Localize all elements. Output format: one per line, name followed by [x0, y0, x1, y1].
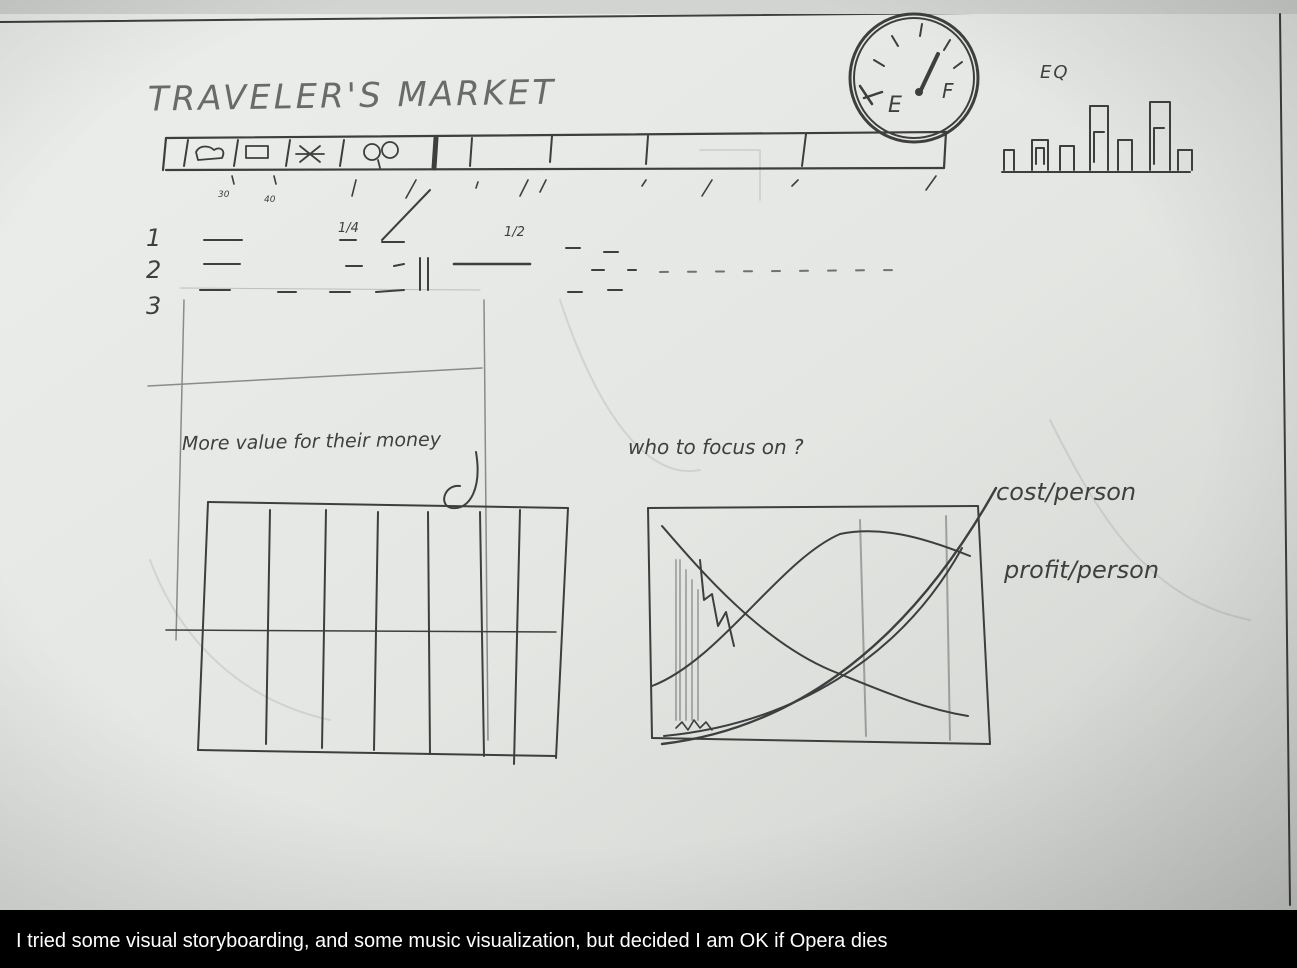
eq-label: EQ — [1040, 62, 1070, 83]
row-label-3: 3 — [146, 292, 161, 320]
legend-cost-per-person: cost/person — [996, 478, 1136, 506]
tick-label-40: 40 — [264, 195, 276, 205]
left-chart-caption: More value for their money — [182, 429, 442, 456]
caption-bar: I tried some visual storyboarding, and s… — [0, 910, 1297, 968]
fraction-half: 1/2 — [504, 225, 525, 240]
fraction-quarter: 1/4 — [338, 221, 359, 236]
row-label-1: 1 — [146, 224, 161, 252]
legend-profit-per-person: profit/person — [1003, 556, 1159, 584]
tick-label-30: 30 — [218, 190, 230, 200]
sketch-title: TRAVELER'S MARKET — [148, 73, 557, 120]
notebook-sketch-photo: TRAVELER'S MARKET 30 — [0, 0, 1297, 910]
right-chart-caption: who to focus on ? — [628, 435, 804, 459]
timeline-bar: 30 40 — [161, 130, 948, 205]
fuel-gauge-icon: E F — [848, 12, 980, 144]
right-line-chart — [647, 486, 998, 746]
gauge-full-letter: F — [942, 79, 954, 103]
gauge-empty-letter: E — [888, 93, 902, 118]
slide-caption: I tried some visual storyboarding, and s… — [16, 930, 888, 952]
track-dashes — [179, 189, 901, 293]
left-grid-chart — [165, 501, 569, 765]
row-label-2: 2 — [146, 256, 161, 284]
equalizer-icon — [1001, 101, 1193, 173]
